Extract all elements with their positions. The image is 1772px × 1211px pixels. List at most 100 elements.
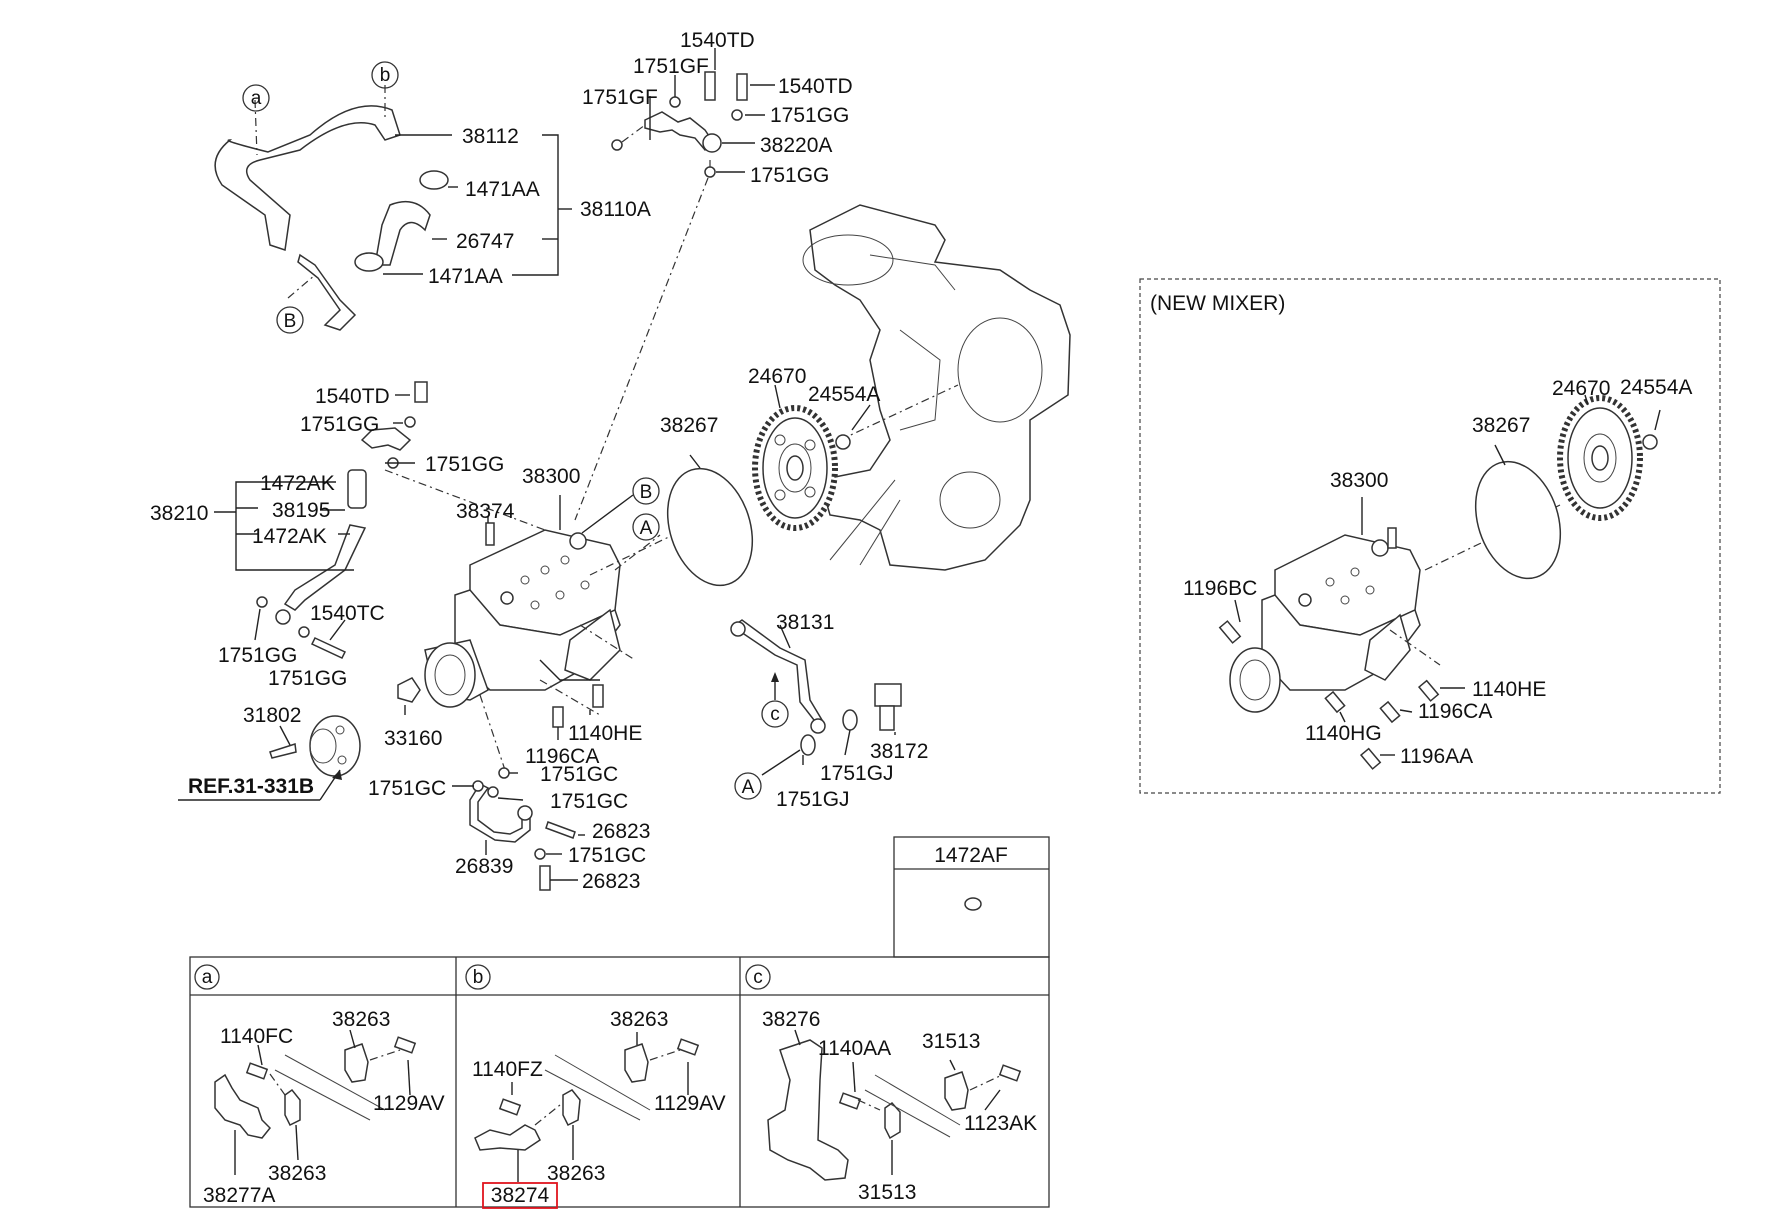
bolt-1540TC-group [298, 619, 347, 659]
label-38131: 38131 [776, 611, 834, 634]
gear-24670 [752, 405, 838, 531]
nm-label-1140HG: 1140HG [1305, 722, 1382, 745]
highlight-38274 [482, 1182, 558, 1209]
nut-24554A [835, 434, 851, 450]
hose-assembly [214, 85, 572, 331]
callout-a-text: a [251, 88, 262, 109]
label-38220A: 38220A [760, 134, 832, 157]
table-1472AF-header: 1472AF [934, 844, 1008, 867]
fitting-38220A [644, 111, 717, 151]
new-mixer-compressor [1229, 497, 1561, 713]
box-callout-c: c [745, 964, 771, 990]
label-26839: 26839 [455, 855, 513, 878]
callout-B-text: B [284, 311, 297, 332]
label-c-31513-1: 31513 [922, 1030, 980, 1053]
callout-A2-text: A [742, 777, 755, 798]
label-38172: 38172 [870, 740, 928, 763]
label-b-38274: 38274 [491, 1184, 550, 1207]
label-1540TD-2: 1540TD [778, 75, 853, 98]
section-a-parts [214, 1029, 417, 1175]
box-callout-c-text: c [753, 967, 763, 988]
label-38267: 38267 [660, 414, 718, 437]
nm-label-24670: 24670 [1552, 377, 1610, 400]
label-a-38263-2: 38263 [268, 1162, 326, 1185]
box-callout-b: b [465, 964, 491, 990]
compressor-38300 [424, 495, 736, 771]
label-1751GJ-2: 1751GJ [776, 788, 850, 811]
label-c-31513-2: 31513 [858, 1181, 916, 1204]
label-38300: 38300 [522, 465, 580, 488]
label-a-1129AV: 1129AV [373, 1092, 445, 1115]
nm-label-1196BC: 1196BC [1183, 577, 1257, 600]
label-1140HE: 1140HE [568, 722, 642, 745]
callout-A-text: A [640, 518, 653, 539]
label-1751GF-2: 1751GF [582, 86, 658, 109]
label-38112: 38112 [462, 125, 519, 148]
label-33160: 33160 [384, 727, 442, 750]
label-c-1140AA: 1140AA [818, 1037, 891, 1060]
label-1751GG-2: 1751GG [750, 164, 829, 187]
label-1540TD-top: 1540TD [680, 29, 755, 52]
nm-label-38300: 38300 [1330, 469, 1388, 492]
label-a-38277A: 38277A [203, 1184, 275, 1207]
label-1751GC-4: 1751GC [568, 844, 646, 867]
hose-38112 [214, 105, 401, 251]
label-1471AA-1: 1471AA [465, 178, 540, 201]
label-38110A: 38110A [580, 198, 651, 221]
pipe-fitting-group [574, 48, 775, 521]
label-1751GC-1: 1751GC [368, 777, 446, 800]
label-b-1129AV: 1129AV [654, 1092, 726, 1115]
nm-label-38267: 38267 [1472, 414, 1530, 437]
nm-label-1196CA: 1196CA [1418, 700, 1492, 723]
label-31802: 31802 [243, 704, 301, 727]
label-b-1140FZ: 1140FZ [472, 1058, 543, 1081]
nm-label-1196AA: 1196AA [1400, 745, 1473, 768]
label-26823-2: 26823 [582, 870, 640, 893]
nm-gear-24670 [1557, 395, 1643, 521]
label-c-1123AK: 1123AK [964, 1112, 1037, 1135]
new-mixer-title: (NEW MIXER) [1150, 292, 1285, 315]
label-c-38276: 38276 [762, 1008, 820, 1031]
label-1751GC-3: 1751GC [550, 790, 628, 813]
label-ref-31-331B: REF.31-331B [188, 775, 314, 798]
clamp-1472AF-icon [964, 897, 982, 911]
new-mixer-box [1139, 278, 1721, 794]
label-1472AK-1: 1472AK [260, 472, 335, 495]
pipe-26839-group [452, 767, 585, 891]
label-b-38263-1: 38263 [610, 1008, 668, 1031]
clamp-1471AA-2 [354, 252, 384, 272]
label-1751GF-1: 1751GF [633, 55, 709, 78]
callout-c: c [761, 700, 789, 728]
callout-A: A [632, 513, 660, 541]
hose-lower [297, 253, 357, 331]
box-callout-a: a [194, 964, 220, 990]
label-b-38263-2: 38263 [547, 1162, 605, 1185]
label-a-1140FC: 1140FC [220, 1025, 293, 1048]
pipe-38210-group [214, 381, 586, 625]
nm-label-24554A: 24554A [1620, 376, 1692, 399]
callout-B2: B [632, 477, 660, 505]
label-26747: 26747 [456, 230, 514, 253]
label-1751GJ-1: 1751GJ [820, 762, 894, 785]
callout-A2: A [734, 772, 762, 800]
label-38374: 38374 [456, 500, 515, 523]
callout-b: b [371, 61, 399, 89]
label-1751GG-5: 1751GG [218, 644, 297, 667]
box-callout-a-text: a [202, 967, 213, 988]
pipe-38131-group [730, 619, 902, 776]
label-a-38263-1: 38263 [332, 1008, 390, 1031]
callout-a: a [242, 84, 270, 112]
callout-B: B [276, 306, 304, 334]
label-1196CA: 1196CA [525, 745, 599, 768]
label-38210: 38210 [150, 502, 208, 525]
label-1471AA-2: 1471AA [428, 265, 503, 288]
detail-table [189, 956, 1050, 1208]
label-1751GG-1: 1751GG [770, 104, 849, 127]
label-1540TD-3: 1540TD [315, 385, 390, 408]
part-33160 [397, 677, 421, 703]
section-c-parts [767, 1029, 1022, 1181]
coupling-31802 [269, 715, 361, 777]
callout-B2-text: B [640, 482, 653, 503]
nm-label-1140HE: 1140HE [1472, 678, 1546, 701]
